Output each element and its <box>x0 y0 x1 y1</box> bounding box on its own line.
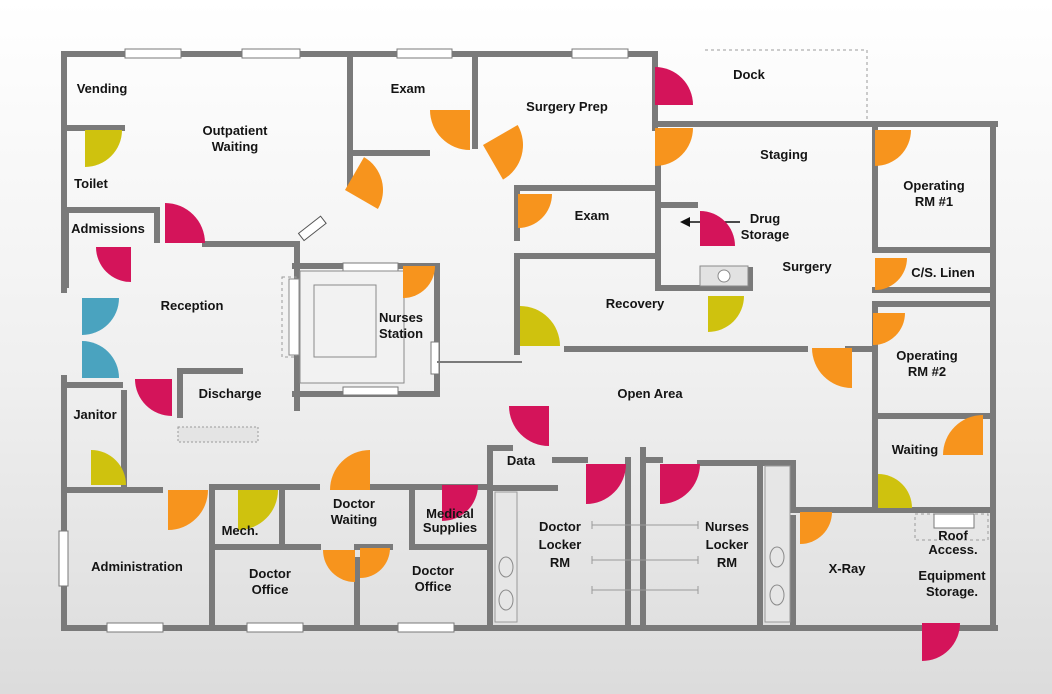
window <box>430 341 440 375</box>
sink-basin <box>717 269 731 283</box>
door-swing <box>323 550 355 582</box>
room-label-exam-mid: Exam <box>574 208 610 223</box>
fixture <box>769 584 785 606</box>
door-swing <box>82 298 119 335</box>
fixture <box>498 589 514 611</box>
door-swing <box>330 450 370 490</box>
door-swing <box>238 490 278 530</box>
fixture <box>769 546 785 568</box>
door-swing <box>430 110 470 150</box>
room-label-discharge: Discharge <box>198 386 262 401</box>
window <box>106 622 164 633</box>
door-swing <box>442 485 478 521</box>
window <box>342 386 399 396</box>
room-label-administration: Administration <box>91 559 183 574</box>
room-label-janitor: Janitor <box>73 407 117 422</box>
room-label-dock: Dock <box>733 67 765 82</box>
door-swing <box>520 306 560 346</box>
door-swing <box>91 450 126 485</box>
door-swing <box>875 130 911 166</box>
room-label-reception: Reception <box>160 298 224 313</box>
room-label-open-area: Open Area <box>617 386 683 401</box>
room-label-toilet: Toilet <box>74 176 108 191</box>
room-label-doctor-office-left: Doctor Office <box>249 566 291 597</box>
room-label-doctor-locker-rm: Doctor Locker RM <box>538 519 582 570</box>
room-label-vending: Vending <box>76 81 128 96</box>
door-swing <box>878 474 912 508</box>
room-label-cs-linen: C/S. Linen <box>911 265 975 280</box>
room-label-nurses-locker-rm: Nurses Locker RM <box>704 519 750 570</box>
room-label-staging: Staging <box>760 147 808 162</box>
door-swing <box>708 296 744 332</box>
window <box>58 530 69 587</box>
room-label-surgery-prep: Surgery Prep <box>526 99 608 114</box>
room-label-waiting: Waiting <box>891 442 939 457</box>
door-swing <box>509 406 549 446</box>
room-label-roof-access: Roof Access. <box>928 528 978 557</box>
door-swing <box>360 548 390 578</box>
nurses-desk <box>299 270 405 384</box>
door-swing <box>943 415 983 455</box>
room-label-equipment-storage: Equipment Storage. <box>918 568 986 599</box>
locker-bench-right <box>764 465 791 623</box>
room-label-operating-rm-2: Operating RM #2 <box>896 348 958 379</box>
room-label-data: Data <box>506 453 536 468</box>
room-label-operating-rm-1: Operating RM #1 <box>903 178 965 209</box>
nurses-counter <box>288 278 300 356</box>
room-label-nurses-station: Nurses Station <box>378 310 424 341</box>
dock-outline <box>705 49 868 120</box>
door-swing <box>655 67 693 105</box>
door-swing <box>483 125 523 180</box>
room-label-outpatient-waiting: Outpatient Waiting <box>202 123 268 154</box>
door-swing <box>700 211 735 246</box>
door-swing <box>165 203 205 243</box>
window <box>571 48 629 59</box>
room-label-surgery: Surgery <box>782 259 832 274</box>
window <box>933 513 975 529</box>
window <box>397 622 455 633</box>
nurses-desk-inner <box>313 284 377 358</box>
window <box>297 215 327 242</box>
door-swing <box>518 194 552 228</box>
room-label-exam-top: Exam <box>390 81 426 96</box>
room-label-medical-supplies: Medical Supplies <box>422 506 478 535</box>
drug-storage-arrowhead <box>680 217 690 227</box>
door-swing <box>82 341 119 378</box>
door-swing <box>345 157 384 209</box>
window <box>396 48 453 59</box>
window <box>124 48 182 59</box>
window <box>246 622 304 633</box>
door-swing <box>586 464 626 504</box>
room-label-mech: Mech. <box>221 523 259 538</box>
door-swing <box>655 128 693 166</box>
door-swing <box>660 464 700 504</box>
discharge-bench <box>177 426 259 443</box>
window <box>241 48 301 59</box>
room-label-recovery: Recovery <box>605 296 665 311</box>
room-label-admissions: Admissions <box>71 221 145 236</box>
door-swing <box>168 490 208 530</box>
door-swing <box>922 623 960 661</box>
door-swing <box>96 247 131 282</box>
door-swing <box>873 313 905 345</box>
door-swing <box>812 348 852 388</box>
door-swing <box>85 130 122 167</box>
room-label-doctor-waiting: Doctor Waiting <box>330 496 378 527</box>
room-label-doctor-office-right: Doctor Office <box>412 563 454 594</box>
door-swing <box>135 379 172 416</box>
room-label-drug-storage: Drug Storage <box>740 211 790 242</box>
window <box>342 262 399 272</box>
door-swing <box>800 512 832 544</box>
fixture <box>498 556 514 578</box>
door-swing <box>403 266 435 298</box>
door-swing <box>875 258 907 290</box>
room-label-x-ray: X-Ray <box>828 561 866 576</box>
